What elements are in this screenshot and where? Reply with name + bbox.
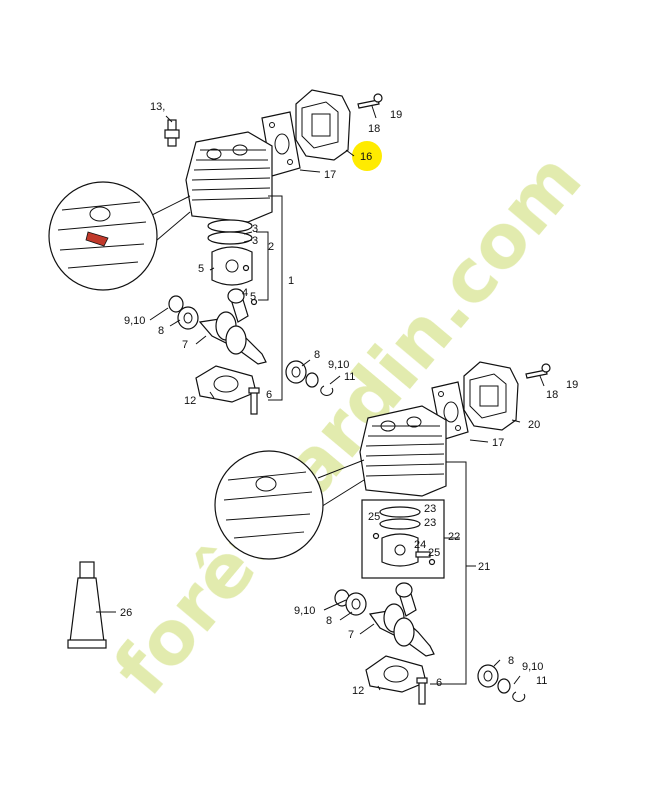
crankshaft-lower (368, 582, 435, 657)
label-22: 22 (448, 531, 460, 543)
label-11-upper: 11 (344, 371, 355, 383)
cylinder-lower (359, 405, 447, 497)
bearing-upper-left (168, 295, 199, 330)
label-17-upper: 17 (324, 169, 336, 181)
spark-plug (164, 119, 180, 147)
piston-rings-upper (207, 219, 253, 245)
label-910-lower-left: 9,10 (294, 605, 315, 617)
label-5b: 5 (250, 291, 256, 303)
label-5a: 5 (198, 263, 204, 275)
muffler-20 (463, 361, 519, 431)
crankcase-upper (195, 365, 257, 403)
label-3b: 3 (252, 235, 258, 247)
screw-18 (357, 93, 383, 109)
muffler-16 (295, 89, 351, 161)
label-11-lower: 11 (536, 675, 547, 687)
label-12-lower: 12 (352, 685, 364, 697)
label-20: 20 (528, 419, 540, 431)
label-1: 1 (288, 275, 294, 287)
label-17-lower: 17 (492, 437, 504, 449)
lower-assembly (214, 361, 551, 705)
label-26: 26 (120, 607, 132, 619)
detail-magnifier-upper (48, 181, 191, 291)
crankcase-lower (365, 655, 427, 693)
label-12-upper: 12 (184, 395, 196, 407)
label-25b: 25 (428, 547, 440, 559)
label-16: 16 (360, 151, 372, 163)
label-8-lower-left: 8 (326, 615, 332, 627)
label-8-upper-left: 8 (158, 325, 164, 337)
label-7-lower: 7 (348, 629, 354, 641)
bolt-upper (248, 387, 260, 415)
sealant-tube (67, 561, 116, 649)
highlight-16 (352, 141, 382, 171)
label-910-upper-right: 9,10 (328, 359, 349, 371)
watermark: forêt jardin.com (98, 137, 598, 711)
label-13: 13, (150, 101, 165, 113)
piston-upper (211, 246, 258, 306)
label-19-lower: 19 (566, 379, 578, 391)
label-23a: 23 (424, 503, 436, 515)
screw-18-lower (525, 363, 551, 379)
cylinder-upper (185, 131, 273, 223)
leader-lines (149, 105, 545, 691)
label-19-upper: 19 (390, 109, 402, 121)
crankshaft-upper (198, 288, 267, 365)
label-7-upper: 7 (182, 339, 188, 351)
label-18-lower: 18 (546, 389, 558, 401)
piston-kit-box (361, 499, 445, 579)
label-8-upper-right: 8 (314, 349, 320, 361)
bearing-upper-right (285, 360, 334, 396)
label-910-lower-right: 9,10 (522, 661, 543, 673)
bearing-lower-right (477, 664, 526, 702)
label-8-lower-right: 8 (508, 655, 514, 667)
label-25a: 25 (368, 511, 380, 523)
label-21: 21 (478, 561, 490, 573)
label-24: 24 (414, 539, 426, 551)
label-6-lower: 6 (436, 677, 442, 689)
label-6-upper: 6 (266, 389, 272, 401)
label-23b: 23 (424, 517, 436, 529)
detail-magnifier-lower (214, 450, 365, 560)
upper-assembly (48, 89, 383, 415)
bearing-lower-left (334, 589, 367, 616)
label-4: 4 (242, 287, 248, 299)
label-18-upper: 18 (368, 123, 380, 135)
bolt-lower (416, 677, 428, 705)
label-3a: 3 (252, 223, 258, 235)
label-910-upper-left: 9,10 (124, 315, 145, 327)
label-2: 2 (268, 241, 274, 253)
